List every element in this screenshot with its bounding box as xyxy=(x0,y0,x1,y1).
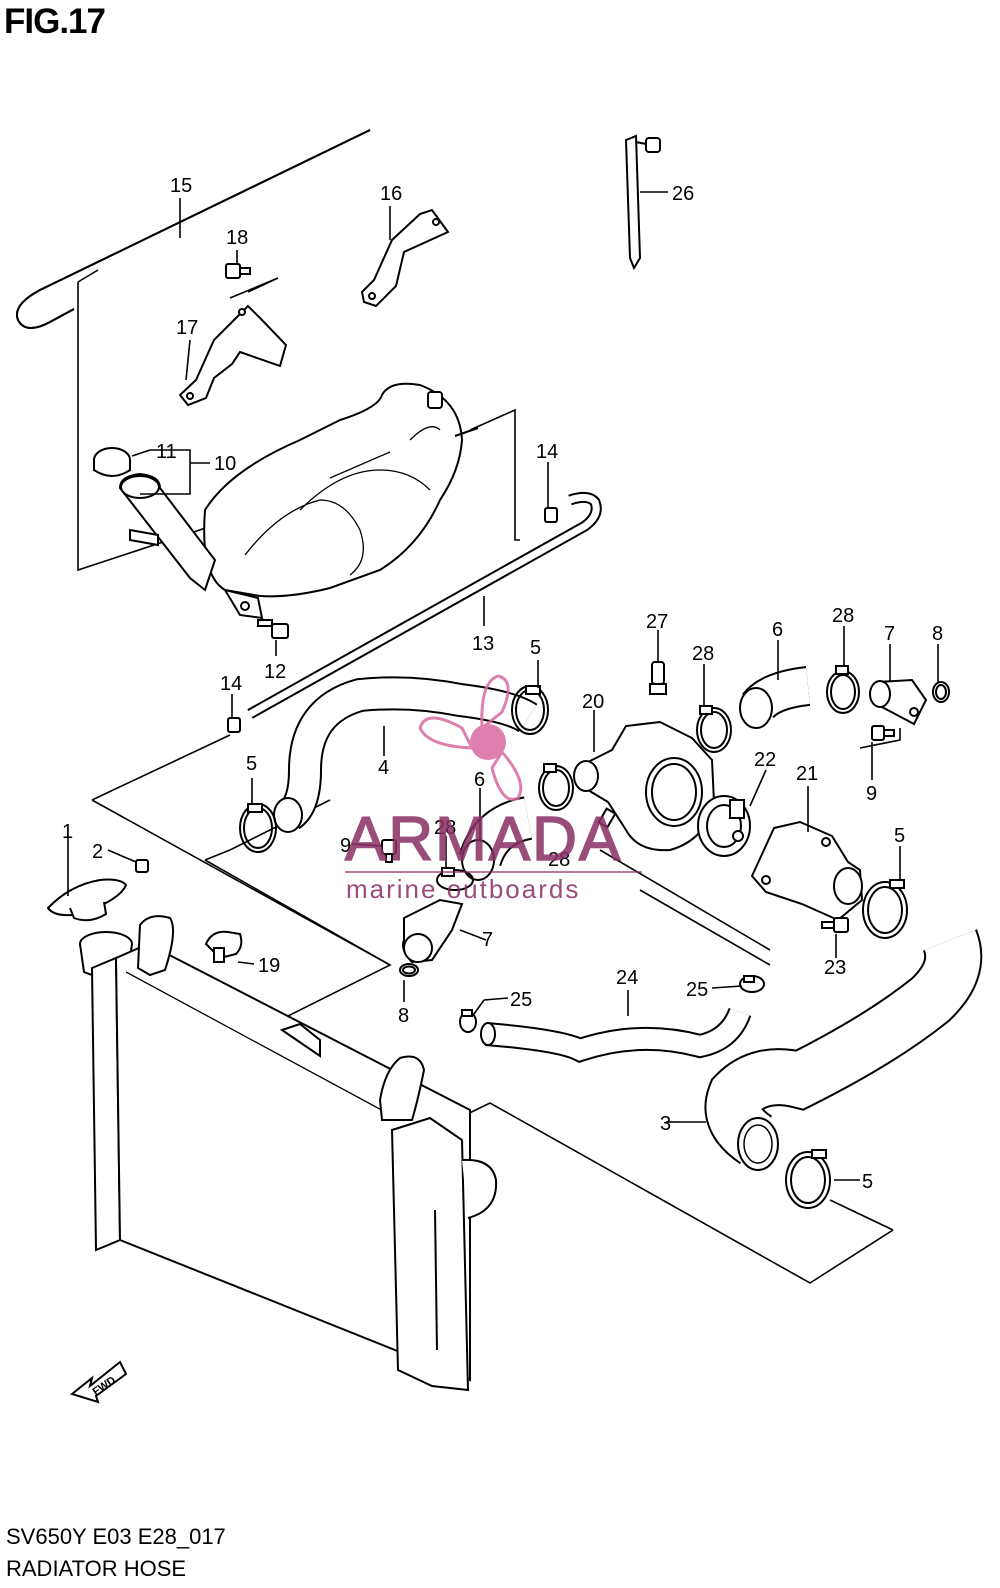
part-12-bolt xyxy=(257,619,289,639)
leader-lines xyxy=(67,191,939,1181)
callout-14-lower: 14 xyxy=(220,673,242,695)
radiator-core xyxy=(79,915,498,1392)
callout-7-lower: 7 xyxy=(482,929,493,951)
part-16-bracket xyxy=(360,208,450,308)
callout-28-b: 28 xyxy=(692,643,714,665)
callout-20: 20 xyxy=(582,691,604,713)
part-5-hose-clamp-d xyxy=(785,1149,831,1209)
callout-5-c: 5 xyxy=(894,825,905,847)
part-6-hose-upper xyxy=(739,666,811,729)
part-25-clamp-left xyxy=(459,1009,477,1033)
callout-6-middle: 6 xyxy=(474,769,485,791)
callout-5-d: 5 xyxy=(862,1171,873,1193)
callout-25-left: 25 xyxy=(510,989,532,1011)
callout-7-upper: 7 xyxy=(884,623,895,645)
part-21-thermostat-cover xyxy=(750,820,864,922)
callout-27: 27 xyxy=(646,611,668,633)
callout-28-c: 28 xyxy=(548,849,570,871)
callout-8-lower: 8 xyxy=(398,1005,409,1027)
callout-8-upper: 8 xyxy=(932,623,943,645)
propeller-logo-icon xyxy=(418,674,523,801)
part-18-bolt xyxy=(225,263,251,279)
callout-26: 26 xyxy=(672,183,694,205)
callout-9-lower: 9 xyxy=(340,835,351,857)
part-19-fan-switch xyxy=(204,930,243,963)
callout-13: 13 xyxy=(472,633,494,655)
callout-22: 22 xyxy=(754,749,776,771)
part-6-hose-middle xyxy=(458,796,533,881)
callout-5-b: 5 xyxy=(246,753,257,775)
callout-1: 1 xyxy=(62,821,73,843)
callout-19: 19 xyxy=(258,955,280,977)
callout-25-right: 25 xyxy=(686,979,708,1001)
callout-3: 3 xyxy=(660,1113,671,1135)
part-25-clamp-right xyxy=(739,975,765,993)
watermark: ARMADA marine outboards xyxy=(344,674,642,904)
callout-labels: 15 18 17 16 26 11 10 14 12 13 14 4 5 5 6… xyxy=(62,175,943,1193)
part-11-reservoir-cap xyxy=(93,447,131,477)
part-28-clamp-c xyxy=(538,763,574,811)
figure-number: FIG.17 xyxy=(4,2,106,41)
part-28-clamp-a xyxy=(826,665,860,714)
callout-4: 4 xyxy=(378,757,389,779)
part-24-bypass-hose xyxy=(480,1007,752,1063)
callout-21: 21 xyxy=(796,763,818,785)
part-1-radiator-cap xyxy=(46,878,128,922)
callout-16: 16 xyxy=(380,183,402,205)
part-26-breather-pipe xyxy=(624,134,661,271)
part-9-bolt-lower xyxy=(381,839,397,863)
part-20-thermostat-housing xyxy=(573,720,716,852)
callout-11: 11 xyxy=(156,441,177,463)
callout-28-d: 28 xyxy=(434,817,456,839)
part-17-bracket xyxy=(178,304,288,407)
part-10-reservoir-tank xyxy=(118,382,479,620)
part-8-o-ring-upper xyxy=(932,681,950,703)
callout-6-upper: 6 xyxy=(772,619,783,641)
part-8-o-ring-lower xyxy=(399,963,419,977)
callout-2: 2 xyxy=(92,841,103,863)
watermark-tagline: marine outboards xyxy=(346,874,580,904)
model-code: SV650Y E03 E28_017 xyxy=(6,1524,226,1549)
part-5-hose-clamp-c xyxy=(862,879,908,939)
callout-12: 12 xyxy=(264,661,286,683)
part-27-temperature-sensor xyxy=(649,661,667,695)
part-22-thermostat xyxy=(697,795,751,857)
part-5-hose-clamp-a xyxy=(511,685,549,735)
part-13-overflow-hose xyxy=(247,491,602,719)
part-2-screw xyxy=(135,859,149,873)
callout-10: 10 xyxy=(214,453,236,475)
callout-23: 23 xyxy=(824,957,846,979)
callout-28-a: 28 xyxy=(832,605,854,627)
callout-24: 24 xyxy=(616,967,638,989)
callout-17: 17 xyxy=(176,317,198,339)
part-14-clamp-lower xyxy=(227,717,241,733)
callout-9-upper: 9 xyxy=(866,783,877,805)
part-9-bolt-upper xyxy=(871,725,895,741)
watermark-brand: ARMADA xyxy=(345,805,622,874)
callout-18: 18 xyxy=(226,227,248,249)
part-3-radiator-hose xyxy=(704,929,983,1171)
part-15-hose xyxy=(16,129,371,329)
section-title: RADIATOR HOSE xyxy=(6,1556,187,1581)
fwd-arrow-icon: FWD xyxy=(69,1360,128,1404)
callout-14-upper: 14 xyxy=(536,441,558,463)
part-5-hose-clamp-b xyxy=(239,803,277,853)
part-28-clamp-b xyxy=(696,705,732,753)
part-7-fitting-upper xyxy=(869,678,928,726)
part-23-bolt xyxy=(821,917,849,933)
callout-15: 15 xyxy=(170,175,192,197)
part-14-clamp-upper xyxy=(544,507,558,523)
part-7-fitting-lower xyxy=(402,898,464,964)
callout-5-a: 5 xyxy=(530,637,541,659)
